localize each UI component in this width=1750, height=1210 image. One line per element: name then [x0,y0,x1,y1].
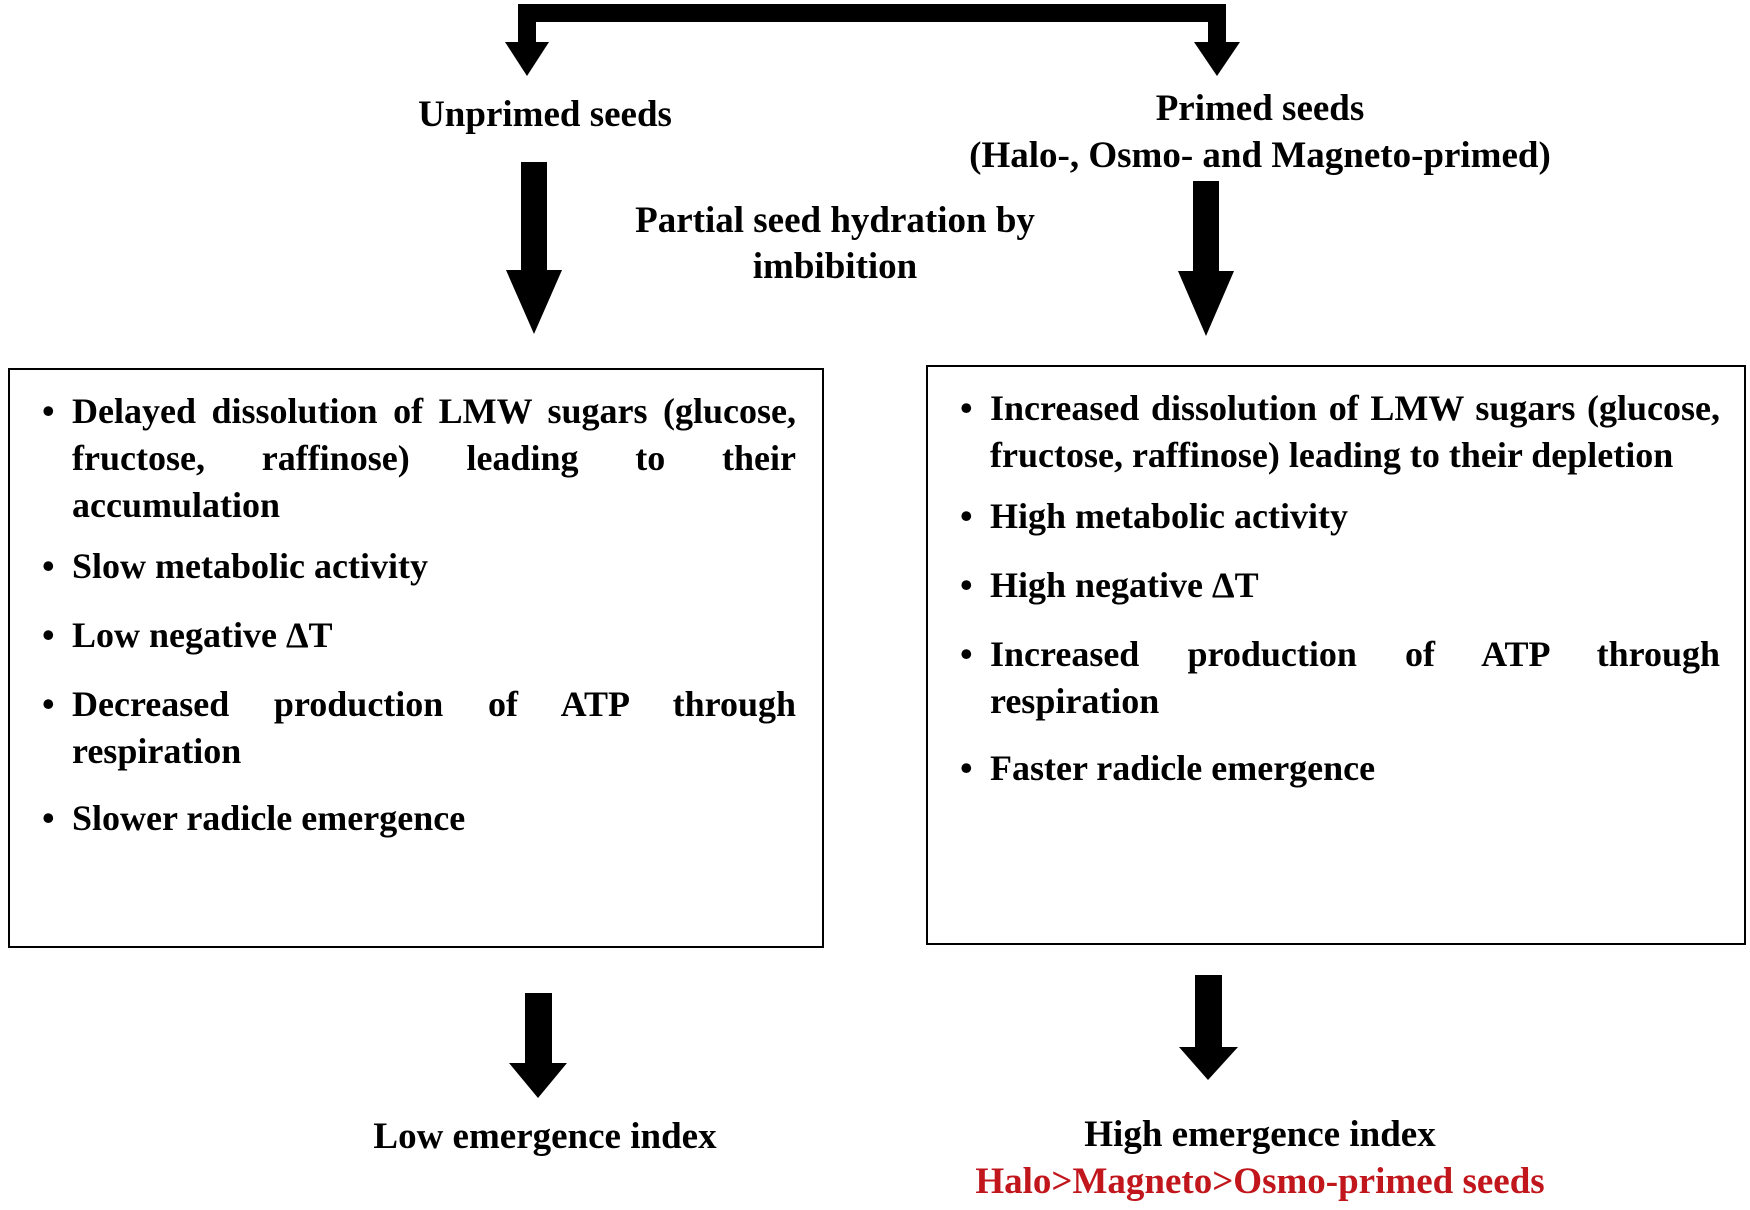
arrow-unprimed-to-box [506,162,562,334]
primed-effect-item: High negative ΔT [948,562,1720,609]
primed-effect-item: Increased dissolution of LMW sugars (glu… [948,385,1720,479]
arrow-unprimed-box-to-outcome [509,993,567,1098]
unprimed-effect-item: Slow metabolic activity [30,543,796,590]
unprimed-effects-list: Delayed dissolution of LMW sugars (gluco… [30,388,796,842]
primed-seeds-title: Primed seeds [1155,88,1365,129]
primed-effect-item: Increased production of ATP through resp… [948,631,1720,725]
arrow-primed-to-box [1178,181,1234,336]
unprimed-effect-item: Delayed dissolution of LMW sugars (gluco… [30,388,796,529]
primed-effects-list: Increased dissolution of LMW sugars (glu… [948,385,1720,792]
primed-effects-box: Increased dissolution of LMW sugars (glu… [926,365,1746,945]
process-label-line1: Partial seed hydration by [635,200,1035,241]
top-bracket-left-stem [518,4,536,42]
arrow-primed-box-to-outcome [1179,975,1238,1080]
top-arrowhead-right [1194,42,1240,76]
top-bracket-bar [518,4,1226,22]
top-bracket-right-stem [1208,4,1226,42]
top-split-bracket [505,4,1240,76]
unprimed-seeds-title: Unprimed seeds [418,94,672,135]
process-label: Partial seed hydration by imbibition [590,198,1080,290]
unprimed-outcome: Low emergence index [373,1116,717,1157]
process-label-line2: imbibition [752,246,918,287]
unprimed-effects-box: Delayed dissolution of LMW sugars (gluco… [8,368,824,948]
primed-outcome: High emergence index [1084,1114,1436,1155]
primed-effect-item: High metabolic activity [948,493,1720,540]
primed-seeds-subtitle: (Halo-, Osmo- and Magneto-primed) [969,135,1551,176]
primed-effect-item: Faster radicle emergence [948,745,1720,792]
unprimed-effect-item: Slower radicle emergence [30,795,796,842]
primed-ranking: Halo>Magneto>Osmo-primed seeds [975,1161,1545,1202]
unprimed-effect-item: Decreased production of ATP through resp… [30,681,796,775]
unprimed-effect-item: Low negative ΔT [30,612,796,659]
top-arrowhead-left [505,42,549,76]
